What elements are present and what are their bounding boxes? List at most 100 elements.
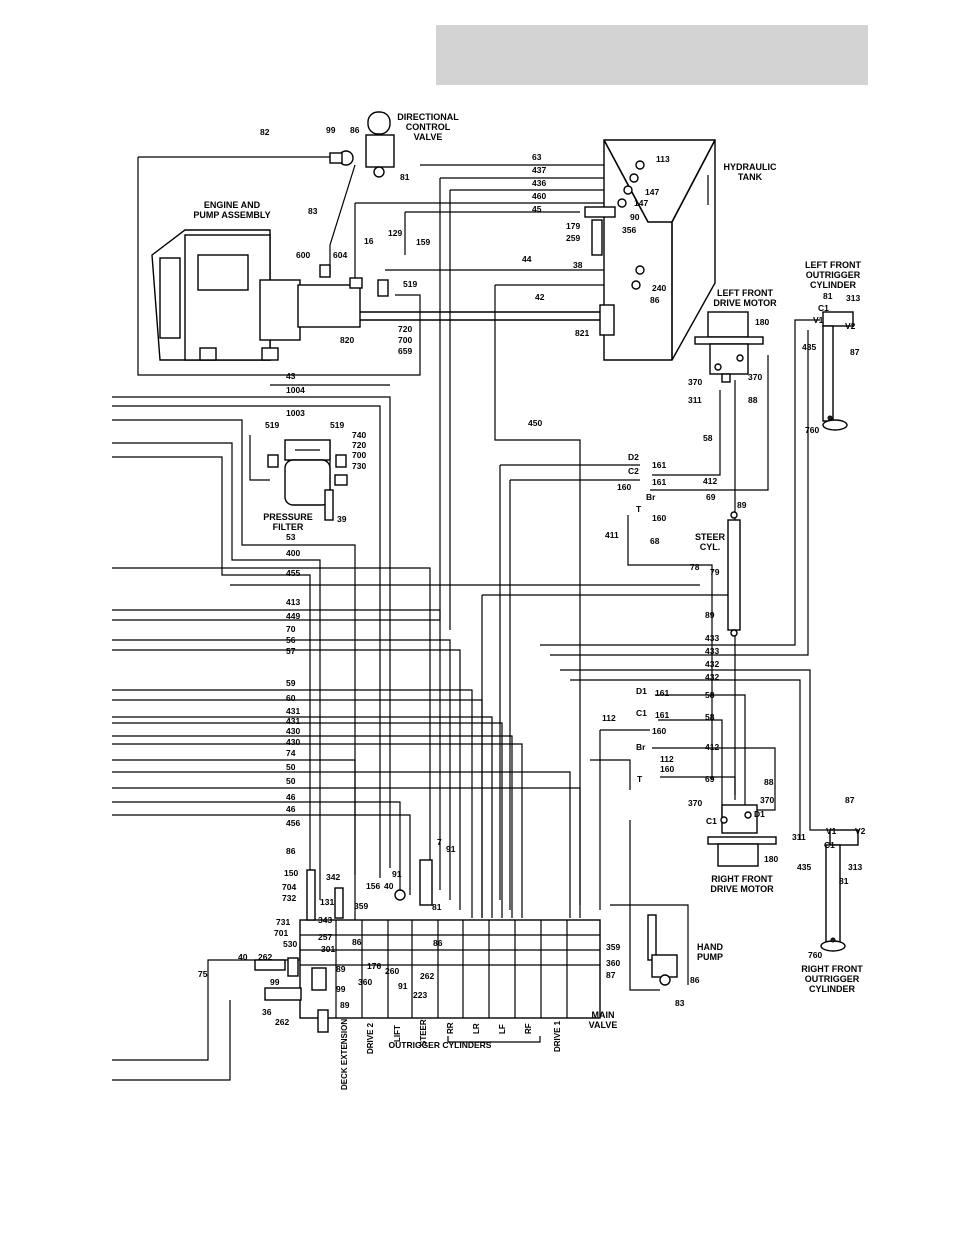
hose-label: 659 [398,346,412,356]
hose-label: 50 [286,776,296,786]
hose-label: 700 [352,450,366,460]
part-label: 81 [839,876,849,886]
hose-label: 604 [333,250,347,260]
part-label: 161 [655,710,669,720]
hose-label: 519 [265,420,279,430]
hose-label: 159 [416,237,430,247]
hose-label: 45 [532,204,542,214]
hose-label: 519 [330,420,344,430]
hose-label: 60 [286,693,296,703]
hose-label: 59 [286,678,296,688]
hose-label: 740 [352,430,366,440]
part-label: 370 [688,377,702,387]
right-front-outrigger-cylinder [820,829,859,952]
section-steer: STEER [419,1019,428,1046]
hose-label: 39 [337,514,347,524]
part-label: 69 [705,774,715,784]
hose-label: 147 [645,187,659,197]
dcv-label-2: CONTROL [406,122,451,132]
hand-pump-label-1: HAND [697,942,723,952]
hose-label: 431 [286,716,300,726]
hose-label: 82 [260,127,270,137]
main-valve-numbers: 150 704 732 731 701 530 342 131 343 257 … [198,837,700,1027]
steer-label-1: STEER [695,532,726,542]
part-label: 36 [262,1007,272,1017]
part-label: 412 [703,476,717,486]
part-label: C1 [824,840,835,850]
hose-label: 179 [566,221,580,231]
part-label: 86 [352,937,362,947]
part-label: 313 [848,862,862,872]
steer-label-2: CYL. [700,542,721,552]
part-label: 370 [760,795,774,805]
part-label: 87 [850,347,860,357]
hose-label: 460 [532,191,546,201]
part-label: 432 [705,672,719,682]
part-label: 260 [385,966,399,976]
part-label: 150 [284,868,298,878]
directional-control-valve [329,111,395,178]
hose-label: 42 [535,292,545,302]
part-label: 760 [805,425,819,435]
part-label: 160 [652,513,666,523]
part-label: 83 [675,998,685,1008]
part-label: 112 [660,754,674,764]
hose-label: 86 [286,846,296,856]
lfdm-label-2: DRIVE MOTOR [713,298,777,308]
section-lr: LR [472,1023,481,1034]
hose-label: 16 [364,236,374,246]
left-hose-numbers: 43 1004 1003 519 519 740 720 700 730 39 … [265,371,366,856]
part-label: 257 [318,932,332,942]
hose-label: 1003 [286,408,305,418]
part-label: 160 [617,482,631,492]
part-label: 176 [367,961,381,971]
lfo-label-2: OUTRIGGER [806,270,861,280]
part-label: 359 [606,942,620,952]
part-label: 359 [354,901,368,911]
hose-label: 70 [286,624,296,634]
part-label: 131 [320,897,334,907]
rfdm-label-2: DRIVE MOTOR [710,884,774,894]
part-label: 313 [846,293,860,303]
hose-label: 820 [340,335,354,345]
engine-label-2: PUMP ASSEMBLY [193,210,270,220]
part-label: 161 [652,460,666,470]
part-label: 433 [705,646,719,656]
hose-label: 431 [286,706,300,716]
hose-label: 600 [296,250,310,260]
hose-label: 129 [388,228,402,238]
hose-label: 430 [286,737,300,747]
pressure-filter [267,439,348,521]
part-label: 311 [688,395,702,405]
hose-label: 730 [352,461,366,471]
part-label: 701 [274,928,288,938]
right-front-drive-motor [707,804,777,867]
dcv-label-3: VALVE [414,132,443,142]
part-label: 530 [283,939,297,949]
rfo-label-3: CYLINDER [809,984,856,994]
part-label: 112 [602,713,616,723]
part-label: 78 [690,562,700,572]
part-label: 58 [705,712,715,722]
hose-label: 455 [286,568,300,578]
hose-label: 50 [286,762,296,772]
part-label: 180 [764,854,778,864]
hose-label: 53 [286,532,296,542]
hose-label: 400 [286,548,300,558]
part-label: 87 [606,970,616,980]
hose-label: 46 [286,792,296,802]
hose-label: 44 [522,254,532,264]
hose-label: 99 [326,125,336,135]
part-label: V2 [845,321,856,331]
hose-label: 56 [286,635,296,645]
part-label: 89 [336,964,346,974]
hose-label: 720 [352,440,366,450]
tank-label-1: HYDRAULIC [724,162,777,172]
part-label: 435 [802,342,816,352]
part-label: 161 [652,477,666,487]
hose-label: 57 [286,646,296,656]
left-front-outrigger-cylinder [822,311,854,431]
part-label: 160 [652,726,666,736]
part-label: 79 [710,567,720,577]
